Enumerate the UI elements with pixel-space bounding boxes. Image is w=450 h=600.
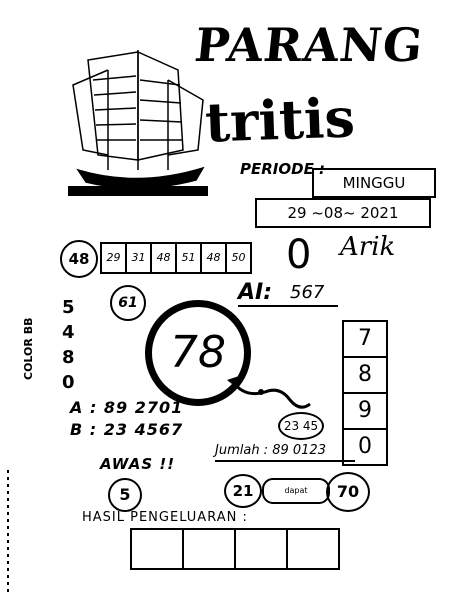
color-bb-number: 5	[62, 297, 75, 318]
signature: Arik	[340, 232, 396, 262]
digit-cell: 7	[344, 322, 386, 358]
bbfs-cell: 48	[152, 244, 177, 272]
color-bb-label: COLOR BB	[22, 317, 35, 380]
bbfs-cell: 29	[102, 244, 127, 272]
awas-label: AWAS !!	[100, 455, 176, 473]
result-cell	[288, 530, 338, 568]
bbfs-cell: 31	[127, 244, 152, 272]
ai-label: AI:	[238, 280, 273, 305]
main-number-circle: 78	[145, 300, 251, 406]
ship-illustration	[68, 50, 208, 196]
digit-cell: 0	[358, 434, 372, 459]
line-a: A : 89 2701	[70, 398, 184, 417]
awas-circle: 5	[108, 478, 142, 512]
color-bb-numbers: 5 4 8 0	[62, 295, 75, 395]
color-bb-number: 8	[62, 347, 75, 368]
result-cell	[236, 530, 288, 568]
small-circle-number: 61	[110, 285, 146, 321]
bbfs-cell: 48	[202, 244, 227, 272]
bbfs-cell: 51	[177, 244, 202, 272]
flow-from-circle: 21	[224, 474, 262, 508]
digit-cell: 8	[344, 358, 386, 394]
two-d-oval: 23 45	[278, 412, 324, 440]
ai-underline	[238, 305, 338, 307]
periode-label: PERIODE :	[240, 160, 326, 178]
jumlah-value: 89 0123	[272, 443, 326, 458]
bbfs-circle: 48	[60, 240, 98, 278]
day-box: MINGGU	[312, 168, 436, 198]
title-line-2: tritis	[203, 85, 356, 155]
zero-mark: 0	[286, 232, 312, 278]
result-cell	[184, 530, 236, 568]
flow-arrow: dapat	[262, 478, 330, 504]
line-b: B : 23 4567	[70, 420, 184, 439]
result-cell	[132, 530, 184, 568]
date-box: 29 ~08~ 2021	[255, 198, 431, 228]
digit-column: 7 8 9 0	[342, 320, 388, 466]
digit-cell: 9	[344, 394, 386, 430]
result-boxes	[130, 528, 340, 570]
hasil-label: HASIL PENGELUARAN :	[82, 510, 248, 525]
title-line-1: PARANG	[192, 18, 427, 72]
flow-to-circle: 70	[326, 472, 370, 512]
color-bb-number: 4	[62, 322, 75, 343]
jumlah-label: Jumlah :	[215, 443, 269, 458]
bbfs-number-row: 29 31 48 51 48 50	[100, 242, 252, 274]
ai-value: 567	[290, 282, 325, 303]
curved-arrow-icon	[227, 376, 311, 409]
jumlah-underline	[215, 460, 355, 462]
bbfs-cell: 50	[231, 251, 246, 264]
scan-edge-marks	[7, 470, 9, 595]
color-bb-number: 0	[62, 372, 75, 393]
jumlah-text: Jumlah : 89 0123	[215, 443, 326, 458]
